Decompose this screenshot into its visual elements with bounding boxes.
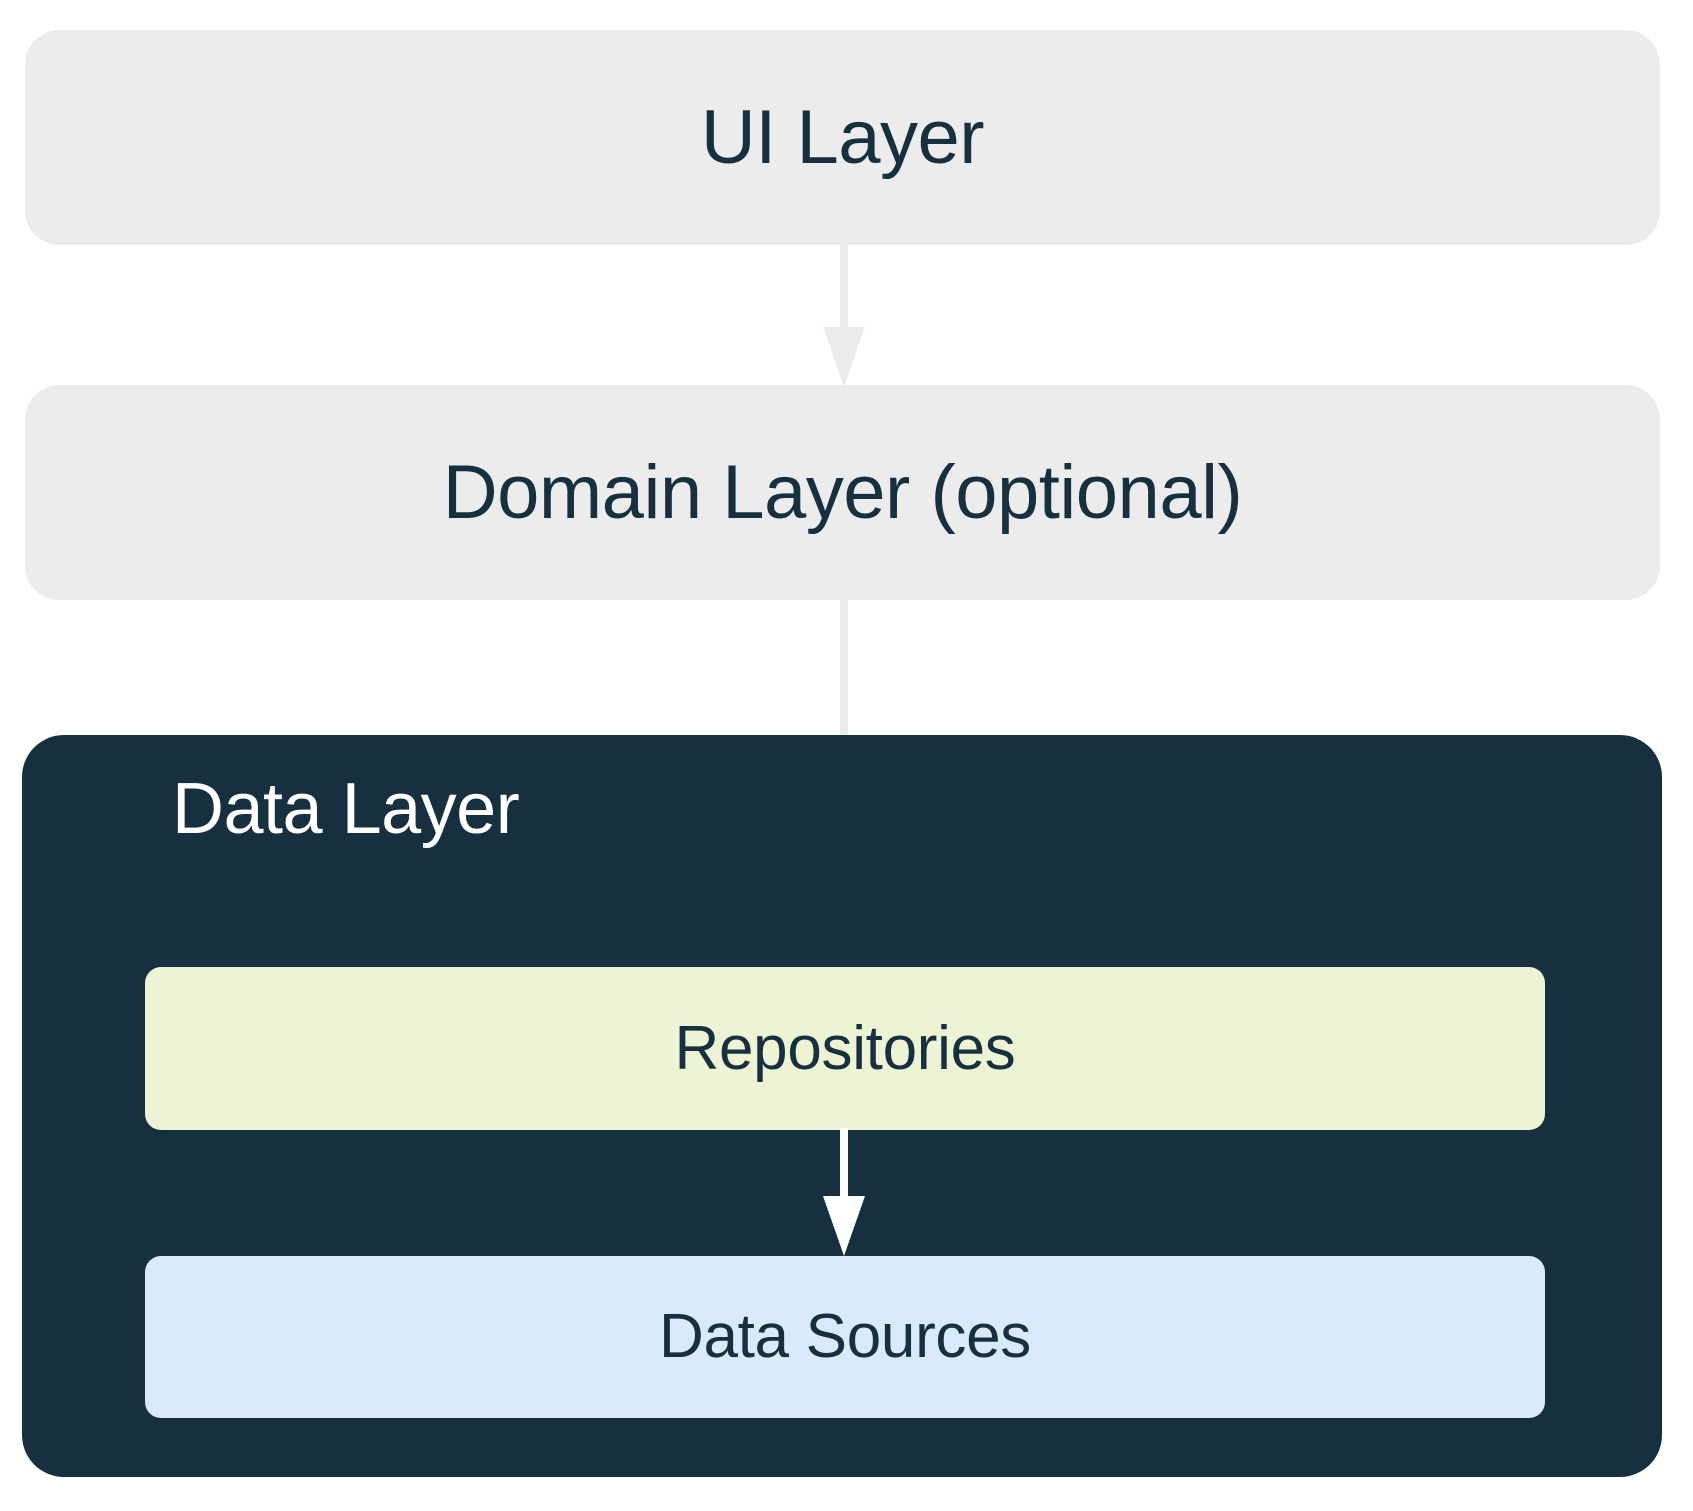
domain-layer-box[interactable]: Domain Layer (optional) — [25, 385, 1660, 600]
repositories-label: Repositories — [674, 1013, 1016, 1083]
data-sources-box[interactable]: Data Sources — [145, 1256, 1545, 1418]
ui-layer-label: UI Layer — [700, 94, 985, 180]
data-sources-label: Data Sources — [658, 1302, 1032, 1371]
data-layer-label: Data Layer — [172, 769, 520, 849]
data-layer-box[interactable]: Data Layer Repositories Data Sources — [22, 735, 1662, 1477]
repositories-box[interactable]: Repositories — [145, 967, 1545, 1130]
domain-layer-label: Domain Layer (optional) — [442, 449, 1243, 535]
ui-layer-box[interactable]: UI Layer — [25, 30, 1660, 245]
arrow-ui-layer-to-domain-layer-icon — [819, 243, 869, 387]
